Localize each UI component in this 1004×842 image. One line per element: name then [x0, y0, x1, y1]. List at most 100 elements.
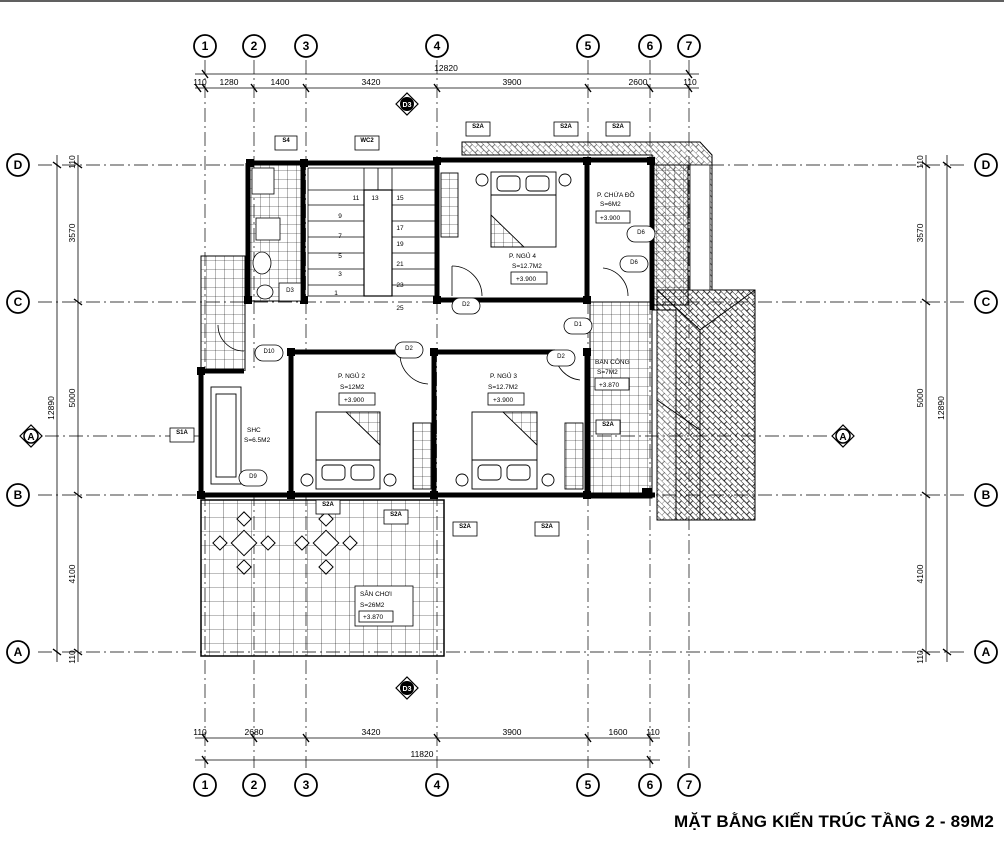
- dimension-left-labels: 110 3570 5000 4100 110 12890: [46, 155, 77, 664]
- grid-bubble-1-bottom: 1: [193, 773, 217, 797]
- svg-text:1: 1: [334, 290, 338, 297]
- svg-text:9: 9: [338, 213, 342, 220]
- window-tags: S4 WC2 S2A S2A S2A S1A S2A S2A S2A S2A S…: [169, 121, 631, 537]
- svg-text:110: 110: [915, 155, 925, 169]
- svg-text:3900: 3900: [503, 77, 522, 87]
- svg-text:1600: 1600: [609, 727, 628, 737]
- columns: [197, 157, 655, 499]
- svg-text:+3.900: +3.900: [516, 276, 536, 283]
- grid-bubble-A-left: A: [6, 640, 30, 664]
- svg-text:S=12.7M2: S=12.7M2: [488, 384, 518, 391]
- grid-bubble-C-right: C: [974, 290, 998, 314]
- svg-text:D: D: [14, 158, 23, 172]
- svg-text:3570: 3570: [67, 223, 77, 242]
- svg-text:12890: 12890: [936, 396, 946, 420]
- svg-text:A: A: [27, 432, 34, 443]
- svg-text:12820: 12820: [434, 63, 458, 73]
- svg-text:5000: 5000: [67, 388, 77, 407]
- svg-text:12890: 12890: [46, 396, 56, 420]
- svg-text:110: 110: [67, 650, 77, 664]
- dimension-bottom: [195, 733, 660, 765]
- svg-text:P. NGỦ 3: P. NGỦ 3: [490, 371, 517, 380]
- grid-bubble-2-bottom: 2: [242, 773, 266, 797]
- svg-text:7: 7: [686, 39, 693, 53]
- svg-text:SHC: SHC: [247, 427, 261, 434]
- svg-text:1: 1: [202, 39, 209, 53]
- grid-bubble-7-top: 7: [677, 34, 701, 58]
- bed-room2-furniture: [300, 411, 432, 490]
- svg-text:D2: D2: [405, 346, 413, 352]
- grid-bubble-3-top: 3: [294, 34, 318, 58]
- svg-text:S1A: S1A: [176, 430, 188, 436]
- svg-text:S=12.7M2: S=12.7M2: [512, 263, 542, 270]
- section-marker-left: A: [19, 424, 43, 448]
- walls: [198, 157, 655, 498]
- grid-bubble-5-bottom: 5: [576, 773, 600, 797]
- wc-fixtures: [251, 167, 281, 300]
- svg-text:19: 19: [396, 241, 404, 248]
- svg-text:BAN CÔNG: BAN CÔNG: [595, 357, 630, 366]
- dimension-top-labels: 12820 110 1280 1400 3420 3900 2600 110: [193, 63, 697, 87]
- svg-text:S=26M2: S=26M2: [360, 602, 385, 609]
- bed-room4-furniture: [440, 171, 572, 248]
- svg-text:S2A: S2A: [541, 524, 553, 530]
- svg-text:WC2: WC2: [360, 138, 374, 144]
- svg-text:D2: D2: [557, 354, 565, 360]
- svg-text:1280: 1280: [220, 77, 239, 87]
- room-label-shc: SHC S=6.5M2: [244, 427, 271, 444]
- section-marker-right: A: [831, 424, 855, 448]
- grid-bubble-3-bottom: 3: [294, 773, 318, 797]
- svg-text:D6: D6: [630, 260, 638, 266]
- svg-text:+3.900: +3.900: [344, 397, 364, 404]
- storage-side-tile: [651, 164, 689, 306]
- svg-text:D3: D3: [403, 102, 412, 109]
- svg-text:110: 110: [646, 727, 660, 737]
- svg-text:5000: 5000: [915, 388, 925, 407]
- svg-text:2: 2: [251, 778, 258, 792]
- bed-room3-furniture: [455, 411, 584, 490]
- grid-bubble-B-right: B: [974, 483, 998, 507]
- svg-text:C: C: [982, 295, 991, 309]
- svg-text:P. NGỦ 2: P. NGỦ 2: [338, 371, 365, 380]
- svg-text:S=6.5M2: S=6.5M2: [244, 437, 271, 444]
- svg-text:13: 13: [371, 195, 379, 202]
- svg-text:+3.870: +3.870: [599, 382, 619, 389]
- left-stair-tile: [200, 255, 246, 372]
- grid-bubble-2-top: 2: [242, 34, 266, 58]
- grid-bubble-5-top: 5: [576, 34, 600, 58]
- svg-text:A: A: [839, 432, 846, 443]
- svg-text:4: 4: [434, 39, 441, 53]
- section-tag-top: D3: [395, 92, 419, 116]
- balcony-tile: [589, 301, 653, 499]
- grid-bubble-D-left: D: [6, 153, 30, 177]
- dimension-top: [194, 69, 699, 93]
- svg-text:2680: 2680: [245, 727, 264, 737]
- svg-text:S2A: S2A: [390, 512, 402, 518]
- svg-text:D2: D2: [462, 302, 470, 308]
- svg-text:3420: 3420: [362, 727, 381, 737]
- svg-text:1: 1: [202, 778, 209, 792]
- terrace-table-sets: [212, 511, 358, 575]
- shc-sofa: [210, 386, 242, 485]
- svg-text:S4: S4: [282, 138, 290, 144]
- grid-bubbles-top: 1 2 3 4 5 6 7: [193, 34, 701, 58]
- svg-text:+3.900: +3.900: [600, 215, 620, 222]
- svg-text:S2A: S2A: [472, 124, 484, 130]
- svg-text:1400: 1400: [271, 77, 290, 87]
- svg-text:3900: 3900: [503, 727, 522, 737]
- svg-text:B: B: [982, 488, 991, 502]
- svg-text:110: 110: [193, 77, 207, 87]
- svg-text:S=6M2: S=6M2: [600, 201, 621, 208]
- svg-text:4: 4: [434, 778, 441, 792]
- grid-bubble-A-right: A: [974, 640, 998, 664]
- svg-text:3420: 3420: [362, 77, 381, 87]
- terrace: [200, 499, 445, 657]
- grid-bubble-D-right: D: [974, 153, 998, 177]
- svg-text:23: 23: [396, 282, 404, 289]
- svg-text:6: 6: [647, 778, 654, 792]
- svg-text:110: 110: [193, 727, 207, 737]
- svg-text:D: D: [982, 158, 991, 172]
- svg-text:110: 110: [683, 77, 697, 87]
- svg-text:15: 15: [396, 195, 404, 202]
